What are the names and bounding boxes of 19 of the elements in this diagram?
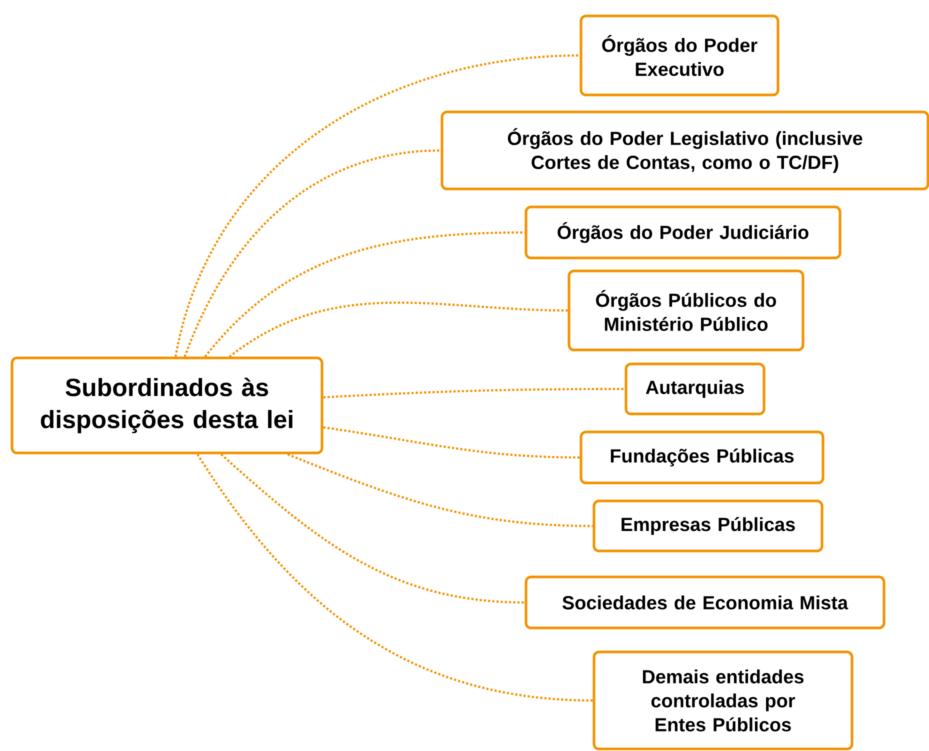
- connector-line: [323, 388, 625, 398]
- item-box: Órgãos do Poder Legislativo (inclusive Cortes de Contas, como o TC/DF): [440, 110, 929, 190]
- connector-line: [323, 426, 580, 459]
- topic-box: Subordinados às disposições desta lei: [10, 356, 324, 454]
- connector-line: [196, 454, 593, 702]
- connector-line: [204, 231, 525, 358]
- item-box: Órgãos Públicos do Ministério Público: [568, 270, 804, 352]
- connector-line: [220, 453, 525, 604]
- item-box: Órgãos do Poder Executivo: [580, 14, 780, 96]
- connector-line: [287, 453, 593, 528]
- connector-line: [228, 302, 568, 358]
- item-box: Órgãos do Poder Judiciário: [524, 206, 842, 260]
- connector-line: [184, 149, 441, 358]
- item-box: Fundações Públicas: [580, 430, 824, 484]
- connector-line: [174, 54, 580, 357]
- item-box: Empresas Públicas: [592, 500, 824, 552]
- item-box: Sociedades de Economia Mista: [524, 576, 886, 630]
- item-box: Demais entidades controladas por Entes Públicos: [592, 650, 854, 750]
- item-box: Autarquias: [624, 362, 766, 416]
